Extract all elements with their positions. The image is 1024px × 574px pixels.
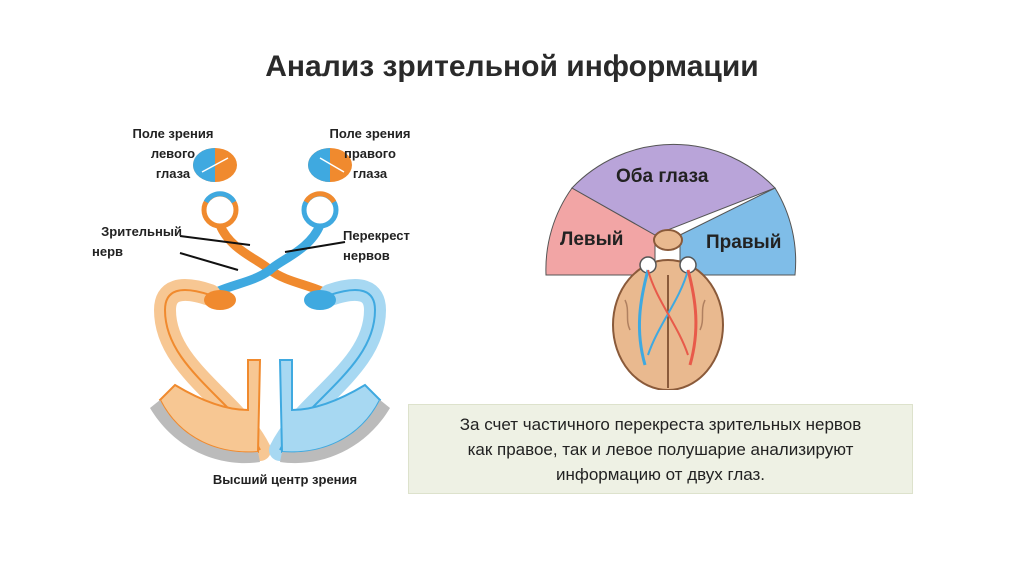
sector-left-label: Левый — [560, 229, 624, 250]
right-field-label: Поле зрения правого глаза — [320, 124, 420, 184]
optic-nerve-pointer-2 — [179, 252, 239, 271]
chiasm-pointer — [284, 241, 346, 253]
left-eye-visual-field — [193, 148, 237, 182]
visual-pathway-diagram — [150, 148, 390, 464]
sector-right — [679, 187, 797, 276]
sector-both-label: Оба глаза — [616, 166, 709, 187]
note-line: как правое, так и левое полушарие анализ… — [467, 440, 854, 459]
right-eye-visual-field — [308, 148, 352, 182]
right-geniculate-body — [304, 290, 336, 310]
right-field-label-line: Поле зрения — [329, 126, 411, 141]
optic-nerve-label-line: нерв — [92, 244, 124, 259]
sector-right-label: Правый — [706, 232, 782, 253]
visual-center-label: Высший центр зрения — [212, 472, 358, 487]
right-field-label-line: правого — [344, 146, 396, 161]
head-illustration — [612, 229, 724, 390]
page-title: Анализ зрительной информации — [265, 50, 759, 83]
optic-nerve-right — [201, 223, 325, 304]
left-field-label: Поле зрения левого глаза — [128, 124, 218, 184]
left-visual-cortex — [150, 359, 262, 464]
note-line: За счет частичного перекреста зрительных… — [459, 415, 862, 434]
chiasm-label-line: Перекрест — [343, 228, 410, 243]
left-geniculate-body — [204, 290, 236, 310]
sector-both — [571, 143, 776, 236]
right-visual-cortex — [278, 359, 390, 464]
chiasm-label: Перекрест нервов — [343, 226, 433, 266]
left-field-label-line: глаза — [155, 166, 191, 181]
sector-left — [545, 187, 656, 276]
optic-nerve-label: Зрительный нерв — [82, 222, 182, 262]
left-eye — [201, 191, 239, 229]
right-eye — [301, 191, 339, 229]
chiasm-label-line: нервов — [343, 248, 390, 263]
optic-nerve-label-line: Зрительный — [101, 224, 182, 239]
left-field-label-line: Поле зрения — [132, 126, 214, 141]
right-field-label-line: глаза — [352, 166, 388, 181]
optic-nerve-pointer — [179, 235, 251, 246]
explanation-note: За счет частичного перекреста зрительных… — [408, 404, 913, 494]
left-field-label-line: левого — [150, 146, 196, 161]
binocular-field-diagram — [545, 143, 797, 390]
note-line: информацию от двух глаз. — [555, 465, 766, 484]
